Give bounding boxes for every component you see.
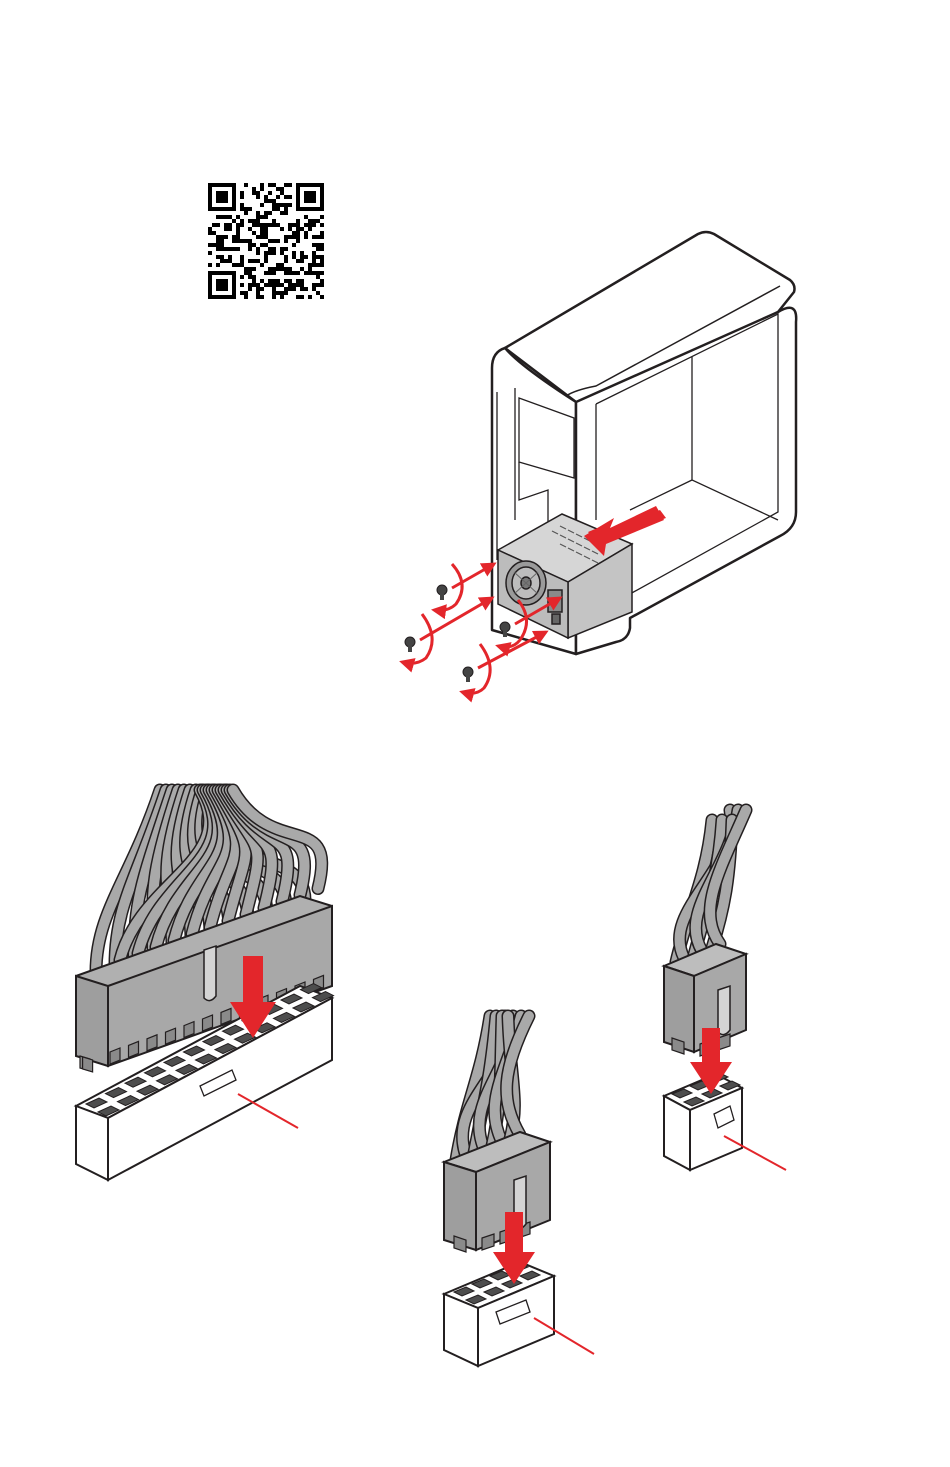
screw-icon: [405, 637, 415, 652]
connector-ridge: [83, 1057, 93, 1072]
cpu-8pin-connector: [444, 1016, 594, 1366]
8-pin-power-connector-icon: [444, 1016, 594, 1366]
callout-line: [238, 1094, 298, 1128]
atx-24pin-connector: [76, 790, 334, 1180]
pcie-6pin-connector: [664, 810, 786, 1170]
6-pin-power-connector-icon: [664, 810, 786, 1170]
screw-icon: [463, 667, 473, 682]
screw-icon: [437, 585, 447, 600]
psu-installation: [402, 232, 796, 693]
24-pin-power-connector-icon: [76, 790, 334, 1180]
callout-line: [724, 1136, 786, 1170]
